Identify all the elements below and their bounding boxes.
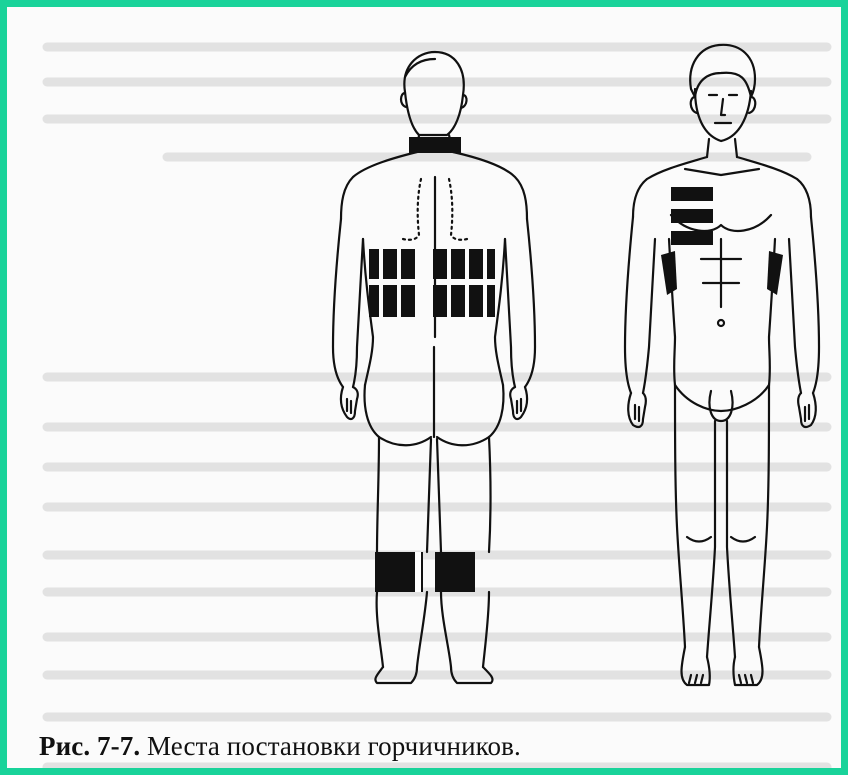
plaster-block bbox=[433, 249, 447, 279]
plaster-block bbox=[451, 249, 465, 279]
chest-plaster bbox=[671, 231, 713, 245]
plaster-block bbox=[369, 249, 379, 279]
neck-plaster bbox=[409, 137, 461, 153]
side-plaster-left bbox=[661, 251, 677, 295]
calf-plaster-right bbox=[435, 552, 475, 592]
plaster-block bbox=[383, 249, 397, 279]
back-plasters bbox=[369, 137, 495, 592]
illustration bbox=[7, 7, 848, 775]
front-figure bbox=[625, 45, 819, 685]
plaster-block bbox=[401, 249, 415, 279]
plaster-block bbox=[487, 249, 495, 279]
chest-plaster bbox=[671, 187, 713, 201]
plaster-block bbox=[451, 285, 465, 317]
side-plaster-right bbox=[767, 251, 783, 295]
plaster-block bbox=[401, 285, 415, 317]
plaster-block bbox=[383, 285, 397, 317]
plaster-block bbox=[369, 285, 379, 317]
plaster-block bbox=[433, 285, 447, 317]
figure-caption: Рис. 7-7. Места постановки горчичников. bbox=[39, 731, 521, 762]
chest-plaster bbox=[671, 209, 713, 223]
plaster-block bbox=[487, 285, 495, 317]
caption-text: Места постановки горчичников. bbox=[140, 731, 521, 761]
plaster-block bbox=[469, 285, 483, 317]
caption-label: Рис. 7-7. bbox=[39, 731, 140, 761]
plaster-block bbox=[469, 249, 483, 279]
